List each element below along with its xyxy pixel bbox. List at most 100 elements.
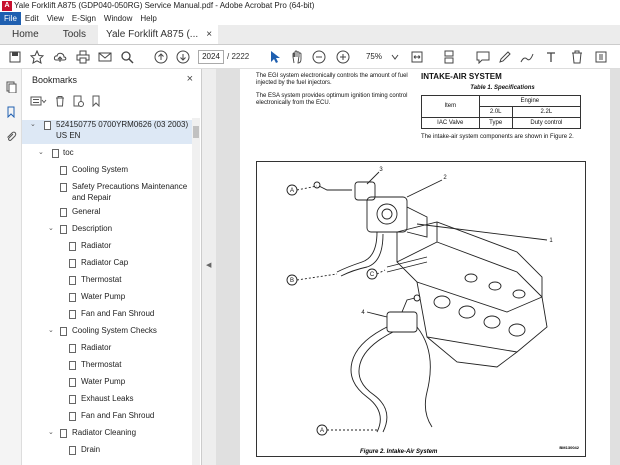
upload-cloud-icon[interactable] bbox=[53, 50, 67, 64]
bookmark-label: Description bbox=[72, 224, 113, 233]
menu-esign[interactable]: E-Sign bbox=[71, 14, 96, 23]
menu-help[interactable]: Help bbox=[140, 14, 157, 23]
attachments-icon[interactable] bbox=[5, 131, 17, 143]
intake-air-figure: 1 2 3 4 A B C A BM130042 bbox=[256, 161, 586, 457]
bookmark-icon bbox=[52, 149, 59, 158]
bookmark-item[interactable]: Exhaust Leaks bbox=[22, 394, 194, 406]
hand-tool-icon[interactable] bbox=[290, 50, 304, 64]
callout-1: 1 bbox=[549, 238, 553, 244]
table-header-22l: 2.2L bbox=[511, 106, 582, 118]
page-number-input[interactable]: 2024 bbox=[198, 50, 224, 64]
highlight-pen-icon[interactable] bbox=[498, 50, 512, 64]
bookmark-item[interactable]: ⌄ Description bbox=[22, 224, 194, 236]
save-icon[interactable] bbox=[8, 50, 22, 64]
search-icon[interactable] bbox=[120, 50, 134, 64]
bookmark-item[interactable]: Water Pump bbox=[22, 377, 194, 389]
bookmark-label: Water Pump bbox=[81, 377, 126, 386]
bookmark-item[interactable]: Fan and Fan Shroud bbox=[22, 309, 194, 321]
menu-edit[interactable]: Edit bbox=[24, 14, 39, 23]
left-column: The EGI system electronically controls t… bbox=[256, 73, 416, 113]
more-tools-icon[interactable] bbox=[594, 50, 608, 64]
bookmark-item[interactable]: Radiator bbox=[22, 343, 194, 355]
bookmark-item[interactable]: Thermostat bbox=[22, 360, 194, 372]
bookmark-item[interactable]: ⌄ Radiator Cleaning bbox=[22, 428, 194, 440]
bookmark-label: Cooling System bbox=[72, 165, 129, 174]
draw-icon[interactable] bbox=[520, 50, 534, 64]
email-icon[interactable] bbox=[98, 50, 112, 64]
callout-a-bottom: A bbox=[320, 428, 324, 434]
options-menu-icon[interactable] bbox=[30, 95, 48, 107]
tab-tools[interactable]: Tools bbox=[62, 29, 87, 40]
bookmark-item[interactable]: Thermostat bbox=[22, 275, 194, 287]
menu-view[interactable]: View bbox=[46, 14, 64, 23]
bookmark-icon bbox=[60, 225, 67, 234]
fit-width-icon[interactable] bbox=[410, 50, 424, 64]
delete-bookmark-icon[interactable] bbox=[54, 95, 66, 107]
zoom-level[interactable]: 75% bbox=[365, 52, 382, 61]
table-header-engine: Engine bbox=[478, 95, 582, 107]
callout-2: 2 bbox=[443, 175, 447, 181]
new-bookmark-icon[interactable] bbox=[72, 95, 84, 107]
bookmark-star-icon[interactable] bbox=[30, 50, 44, 64]
tab-close-icon[interactable]: × bbox=[206, 29, 213, 40]
bookmark-item[interactable]: General bbox=[22, 207, 194, 219]
menu-file[interactable]: File bbox=[0, 12, 21, 25]
bookmark-item[interactable]: Radiator bbox=[22, 241, 194, 253]
expand-toggle-icon[interactable]: ⌄ bbox=[30, 121, 36, 128]
panel-collapse-handle[interactable]: ◀ bbox=[202, 69, 216, 465]
document-viewer[interactable]: The EGI system electronically controls t… bbox=[216, 69, 620, 465]
expand-toggle-icon[interactable]: ⌄ bbox=[48, 225, 54, 232]
scrollbar-thumb[interactable] bbox=[193, 126, 199, 138]
bookmark-label: Water Pump bbox=[81, 292, 126, 301]
zoom-dropdown-icon[interactable] bbox=[388, 50, 402, 64]
tab-home[interactable]: Home bbox=[12, 29, 39, 40]
expand-toggle-icon[interactable]: ⌄ bbox=[38, 149, 44, 156]
bookmark-item[interactable]: ⌄ Cooling System Checks bbox=[22, 326, 194, 338]
bookmark-item[interactable]: ⌄ toc bbox=[22, 148, 194, 160]
next-page-icon[interactable] bbox=[176, 50, 190, 64]
callout-a-top: A bbox=[290, 188, 294, 194]
bookmark-label: and Repair bbox=[72, 193, 112, 202]
delete-icon[interactable] bbox=[570, 50, 584, 64]
previous-page-icon[interactable] bbox=[154, 50, 168, 64]
bookmark-icon bbox=[44, 121, 51, 130]
bookmark-properties-icon[interactable] bbox=[90, 95, 102, 107]
bookmark-item[interactable]: ⌄ 524150775 0700YRM0626 (03 2003) US EN bbox=[22, 120, 194, 144]
zoom-out-icon[interactable] bbox=[312, 50, 326, 64]
select-cursor-icon[interactable] bbox=[268, 50, 282, 64]
tab-document[interactable]: Yale Forklift A875 (... × bbox=[98, 25, 219, 44]
callout-b: B bbox=[290, 278, 294, 284]
bookmark-item[interactable]: Radiator Cap bbox=[22, 258, 194, 270]
bookmark-icon bbox=[69, 395, 76, 404]
bookmarks-panel-icon[interactable] bbox=[5, 106, 17, 118]
bookmark-icon bbox=[60, 183, 67, 192]
esa-paragraph: The ESA system provides optimum ignition… bbox=[256, 93, 408, 106]
bookmark-icon bbox=[69, 276, 76, 285]
bookmark-label: Thermostat bbox=[81, 275, 122, 284]
tab-document-label: Yale Forklift A875 (... bbox=[106, 29, 199, 40]
bookmark-item[interactable]: Fan and Fan Shroud bbox=[22, 411, 194, 423]
bookmarks-scrollbar[interactable] bbox=[192, 118, 200, 465]
comment-icon[interactable] bbox=[476, 50, 490, 64]
bookmark-item[interactable]: Cooling System bbox=[22, 165, 194, 177]
bookmark-item[interactable]: Water Pump bbox=[22, 292, 194, 304]
add-text-icon[interactable] bbox=[544, 50, 558, 64]
bookmark-label: US EN bbox=[56, 131, 81, 140]
page-thumbnails-icon[interactable] bbox=[5, 81, 17, 93]
bookmark-item[interactable]: Drain bbox=[22, 445, 194, 457]
menu-window[interactable]: Window bbox=[103, 14, 133, 23]
bookmark-list: ⌄ 524150775 0700YRM0626 (03 2003) US EN … bbox=[22, 118, 194, 465]
bookmark-label: Radiator bbox=[81, 241, 112, 250]
bookmark-icon bbox=[69, 293, 76, 302]
print-icon[interactable] bbox=[76, 50, 90, 64]
expand-toggle-icon[interactable]: ⌄ bbox=[48, 327, 54, 334]
bookmark-item[interactable]: Safety Precautions Maintenance and Repai… bbox=[22, 182, 194, 206]
title-bar: A Yale Forklift A875 (GDP040-050RG) Serv… bbox=[0, 0, 620, 12]
expand-toggle-icon[interactable]: ⌄ bbox=[48, 429, 54, 436]
bookmark-label: Radiator bbox=[81, 343, 112, 352]
close-panel-icon[interactable]: × bbox=[186, 73, 193, 85]
zoom-in-icon[interactable] bbox=[336, 50, 350, 64]
bookmarks-header: Bookmarks bbox=[32, 75, 78, 85]
collapse-arrow-icon[interactable]: ◀ bbox=[206, 262, 212, 269]
scroll-mode-icon[interactable] bbox=[442, 50, 456, 64]
